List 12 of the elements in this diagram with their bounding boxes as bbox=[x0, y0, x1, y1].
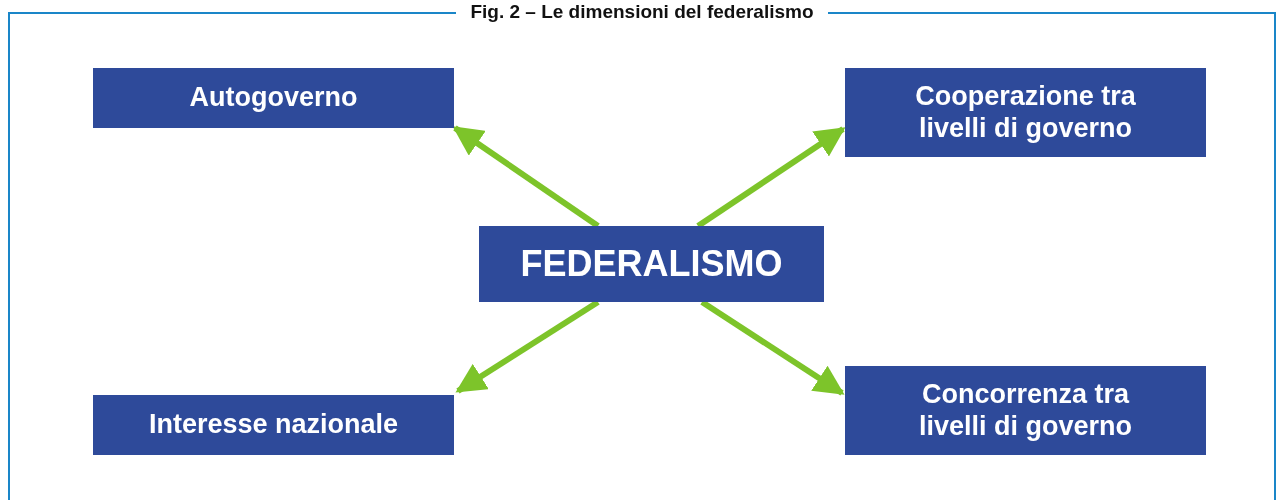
concept-box bbox=[479, 226, 824, 302]
box-label: Concorrenza tra livelli di governo bbox=[917, 379, 1133, 442]
concept-box bbox=[845, 366, 1206, 455]
box-label: Autogoverno bbox=[189, 82, 358, 114]
concept-box bbox=[845, 68, 1206, 157]
arrow bbox=[452, 125, 600, 229]
concept-box bbox=[93, 395, 454, 455]
box-label: FEDERALISMO bbox=[520, 243, 783, 285]
box-label: Interesse nazionale bbox=[148, 409, 399, 441]
arrow bbox=[696, 126, 846, 229]
concept-box bbox=[93, 68, 454, 128]
box-label: Cooperazione tra livelli di governo bbox=[914, 81, 1137, 144]
